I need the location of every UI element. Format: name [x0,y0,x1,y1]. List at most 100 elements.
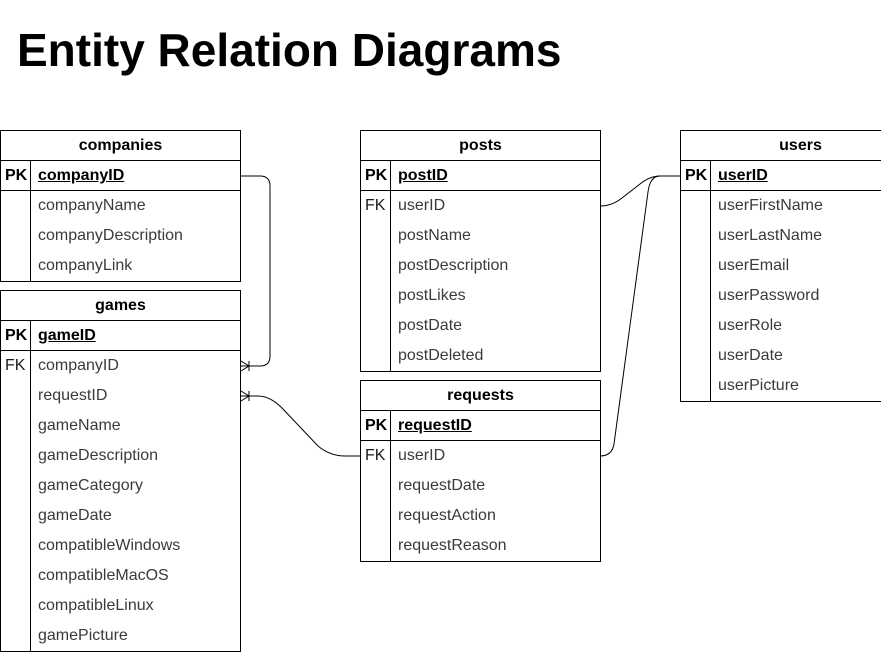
field-name: requestDate [398,477,486,494]
field-row: gameDate [1,501,240,531]
field-name: companyDescription [38,227,183,244]
field-row: companyDescription [1,221,240,251]
field-name: postDeleted [398,347,484,364]
field-name: compatibleMacOS [38,567,169,584]
entity-requests[interactable]: requests PK requestID FK userID requestD… [360,380,601,562]
key-label: PK [361,161,391,190]
field-row: postDescription [361,251,600,281]
crowfoot-games-requestid [240,390,250,402]
key-label: FK [1,351,31,381]
field-row: PK gameID [1,321,240,351]
page-title: Entity Relation Diagrams [17,24,562,76]
field-name: requestAction [398,507,496,524]
key-label: FK [361,191,391,221]
entity-header: requests [361,381,600,411]
field-row: FK userID [361,191,600,221]
entity-header: posts [361,131,600,161]
key-label [681,191,711,221]
field-row: userDate [681,341,881,371]
field-row: compatibleWindows [1,531,240,561]
field-name: companyLink [38,257,133,274]
key-label [361,251,391,281]
key-label [1,561,31,591]
field-name: gameDate [38,507,112,524]
field-row: postDate [361,311,600,341]
field-row: gameName [1,411,240,441]
key-label [681,251,711,281]
field-row: PK postID [361,161,600,191]
key-label [681,341,711,371]
field-name: gameName [38,417,121,434]
key-label [1,501,31,531]
entity-header: users [681,131,881,161]
field-name: postDescription [398,257,509,274]
field-name: gameCategory [38,477,143,494]
field-name: userID [398,447,446,464]
field-row: userPicture [681,371,881,401]
field-name: userLastName [718,227,823,244]
entity-users[interactable]: users PK userID userFirstName userLastNa… [680,130,881,402]
entity-companies[interactable]: companies PK companyID companyName compa… [0,130,241,282]
field-name: userEmail [718,257,790,274]
field-row: postDeleted [361,341,600,371]
entity-posts[interactable]: posts PK postID FK userID postName postD… [360,130,601,372]
field-name: requestID [38,387,108,404]
key-label [361,221,391,251]
field-name: requestID [398,417,472,434]
field-name: userID [398,197,446,214]
key-label [361,531,391,561]
field-row: postLikes [361,281,600,311]
key-label [1,591,31,621]
field-row: compatibleLinux [1,591,240,621]
field-name: gameID [38,327,96,344]
key-label [361,471,391,501]
field-row: companyLink [1,251,240,281]
key-label [1,441,31,471]
field-name: companyName [38,197,146,214]
field-row: FK userID [361,441,600,471]
key-label [361,311,391,341]
key-label [1,251,31,281]
field-name: postDate [398,317,463,334]
field-row: PK userID [681,161,881,191]
crowfoot-games-companyid [240,360,250,372]
field-name: userID [718,167,768,184]
field-name: userPicture [718,377,799,394]
key-label: PK [1,321,31,350]
field-row: PK companyID [1,161,240,191]
field-row: userEmail [681,251,881,281]
key-label [361,341,391,371]
field-row: requestAction [361,501,600,531]
field-name: requestReason [398,537,507,554]
field-row: requestDate [361,471,600,501]
field-row: gamePicture [1,621,240,651]
field-name: compatibleWindows [38,537,181,554]
field-row: requestReason [361,531,600,561]
field-row: gameDescription [1,441,240,471]
key-label [681,371,711,401]
field-row: compatibleMacOS [1,561,240,591]
key-label [1,411,31,441]
field-name: gamePicture [38,627,128,644]
key-label [1,621,31,651]
key-label: PK [361,411,391,440]
field-name: companyID [38,167,125,184]
field-name: userFirstName [718,197,823,214]
field-name: companyID [38,357,119,374]
connector-games-requests [241,395,361,457]
field-row: userLastName [681,221,881,251]
entity-games[interactable]: games PK gameID FK companyID requestID g… [0,290,241,652]
key-label: PK [1,161,31,190]
key-label [681,221,711,251]
key-label: FK [361,441,391,471]
field-row: FK companyID [1,351,240,381]
entity-header: companies [1,131,240,161]
key-label [1,471,31,501]
field-name: userRole [718,317,783,334]
entity-header: games [1,291,240,321]
field-row: userFirstName [681,191,881,221]
field-name: postID [398,167,448,184]
field-row: userPassword [681,281,881,311]
field-row: requestID [1,381,240,411]
key-label [361,501,391,531]
